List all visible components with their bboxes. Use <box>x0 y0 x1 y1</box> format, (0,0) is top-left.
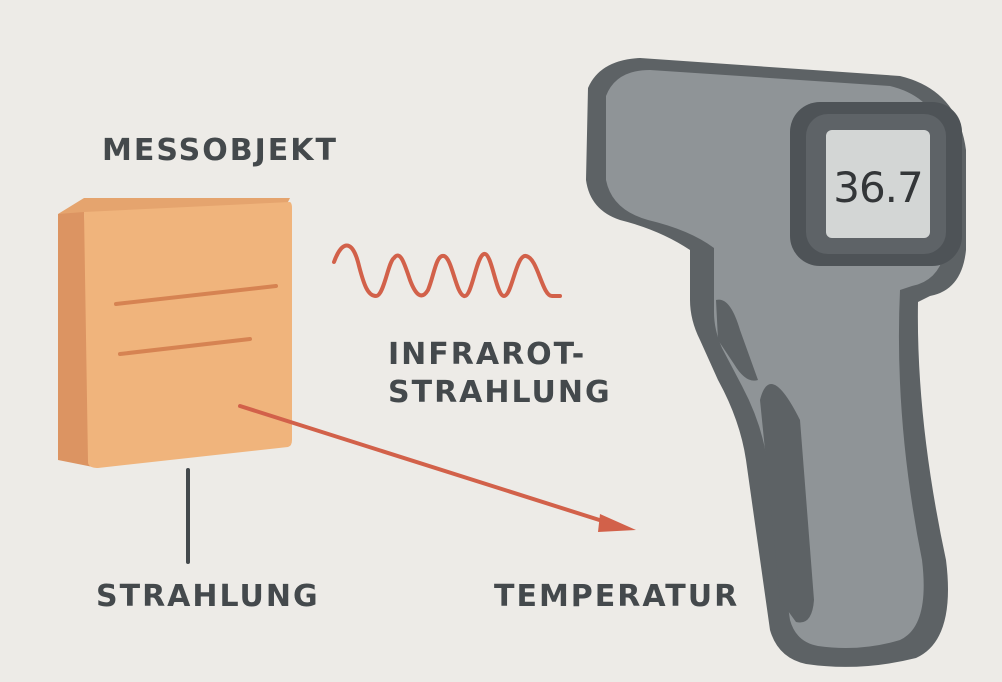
label-infrared-line1: INFRAROT- <box>388 337 587 372</box>
temperature-display <box>826 130 930 238</box>
label-infrared-radiation: INFRAROT- STRAHLUNG <box>388 336 612 412</box>
label-radiation: STRAHLUNG <box>96 579 320 614</box>
ir-thermometer-icon: 36.7 <box>586 58 966 667</box>
label-measured-object: MESSOBJEKT <box>102 133 338 168</box>
measurement-arrow-icon <box>238 404 636 532</box>
label-temperature: TEMPERATUR <box>494 579 740 614</box>
label-infrared-line2: STRAHLUNG <box>388 375 612 410</box>
infrared-wave-icon <box>332 243 562 298</box>
measured-object-icon <box>58 198 292 468</box>
temperature-display-value: 36.7 <box>833 163 923 212</box>
